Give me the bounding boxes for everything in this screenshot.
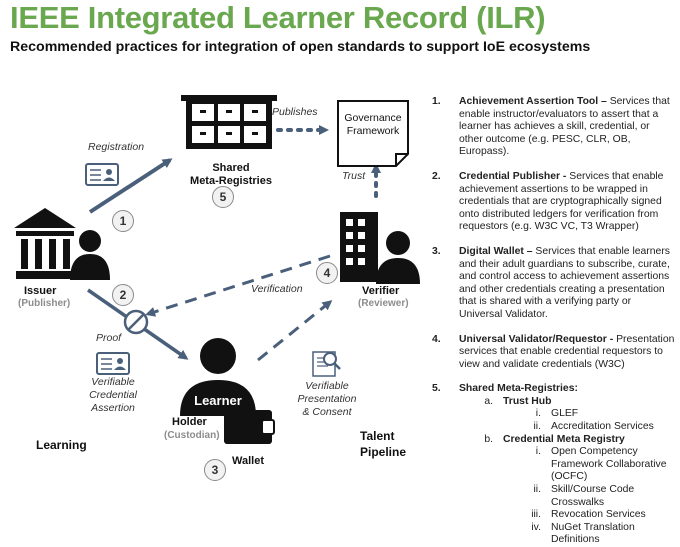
cmr-item: b. Credential Meta Registry [484,433,625,445]
verifier-person-icon [376,231,420,284]
sub-item: ii.Accreditation Services [533,421,654,433]
sub-item: ii.Skill/Course Code Crosswalks [533,484,635,508]
governance-document-icon [337,100,409,167]
registration-arrow [88,158,173,214]
issuer-role-label: (Publisher) [18,298,71,309]
list-item: 1. Achievement Assertion Tool – Services… [432,96,670,158]
services-list: 1. Achievement Assertion Tool – Services… [432,96,676,547]
presentation-arrow [257,300,333,362]
verification-arrow [145,254,331,317]
assertion-card-icon [96,352,130,375]
issuer-person-icon [70,230,110,280]
registration-card-icon [85,163,119,186]
registries-cabinet-icon [181,95,277,149]
issuer-label: Issuer [24,285,57,297]
learner-label: Learner [194,393,242,408]
trust-label: Trust [342,170,366,182]
presentation-doc-icon [312,351,341,377]
page-title: IEEE Integrated Learner Record (ILR) [10,0,546,35]
verification-label: Verification [251,283,303,295]
issuer-building-icon [14,208,76,279]
badge-3: 3 [204,459,226,481]
flow-diagram [14,95,420,444]
list-item: 4. Universal Validator/Requestor - Prese… [432,333,675,370]
list-item: 3. Digital Wallet – Services that enable… [432,245,670,320]
holder-role-label: (Custodian) [164,430,220,441]
badge-4: 4 [316,262,338,284]
sub-item: i.GLEF [535,408,579,420]
list-item: 2. Credential Publisher - Services that … [432,170,664,233]
wallet-icon [224,410,275,444]
trust-hub-item: a. Trust Hub [484,395,552,407]
page-subtitle: Recommended practices for integration of… [10,39,591,55]
sub-item: iv.NuGet Translation Definitions [531,521,635,546]
sub-item: iii.Revocation Services [531,509,646,521]
sub-item: i.Open Competency Framework Collaborativ… [535,446,667,483]
badge-1: 1 [112,210,134,232]
holder-label: Holder [172,416,207,428]
registration-label: Registration [88,141,145,153]
badge-5: 5 [212,186,234,208]
list-item: 5. Shared Meta-Registries: a. Trust Hub … [432,383,676,547]
proof-label: Proof [96,332,122,344]
wallet-label: Wallet [232,455,264,467]
learner-person-icon [180,338,256,416]
badge-2: 2 [112,284,134,306]
publishes-label: Publishes [272,106,318,118]
verifier-label: Verifier [362,285,400,297]
verifier-building-icon [340,212,378,282]
verifier-role-label: (Reviewer) [358,298,409,309]
learning-label: Learning [36,438,87,452]
